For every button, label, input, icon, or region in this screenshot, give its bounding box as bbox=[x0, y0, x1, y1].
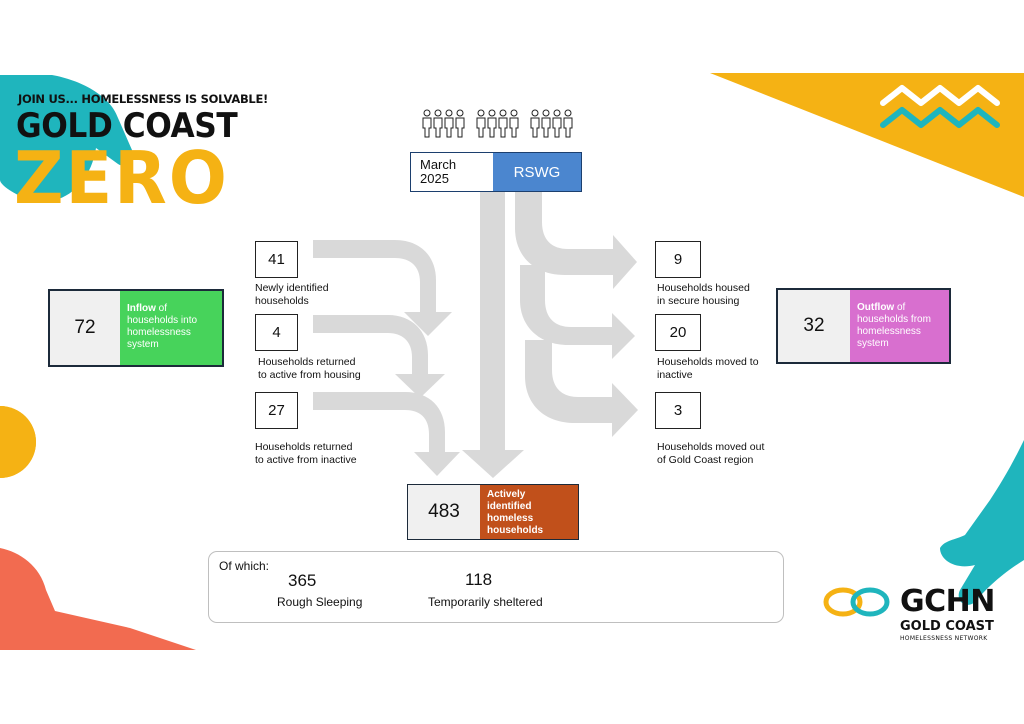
person-icon-group-2 bbox=[476, 109, 519, 138]
arrow-outflow-1 bbox=[515, 192, 637, 289]
temporarily-sheltered-value: 118 bbox=[465, 570, 493, 589]
breakdown-heading: Of which: bbox=[219, 559, 270, 573]
logo-ring-teal bbox=[850, 587, 890, 617]
active-total-box: 483 Actively identified homeless househo… bbox=[407, 484, 579, 540]
inflow-value-new: 41 bbox=[255, 241, 298, 278]
yellow-triangle-top-right bbox=[710, 73, 1024, 197]
inflow-total-label: Inflow of households into homelessness s… bbox=[120, 291, 222, 365]
inflow-label-rest: of households into homelessness system bbox=[127, 303, 198, 350]
outflow-value-region: 3 bbox=[655, 392, 701, 429]
inflow-value-housing: 4 bbox=[255, 314, 298, 351]
outflow-value-inactive: 20 bbox=[655, 314, 701, 351]
period-year: 2025 bbox=[420, 171, 449, 186]
logo-ring-yellow bbox=[823, 587, 863, 617]
arrow-inflow-1 bbox=[313, 240, 452, 336]
person-icon-group-3 bbox=[530, 109, 573, 138]
arrow-outflow-2 bbox=[520, 265, 635, 359]
inflow-label-new-line2: households bbox=[255, 295, 309, 307]
arrow-rswg-down bbox=[462, 190, 524, 478]
period-month: March bbox=[420, 157, 457, 172]
outflow-label-rest: of households from homelessness system bbox=[857, 302, 931, 349]
tagline: JOIN US... HOMELESSNESS IS SOLVABLE! bbox=[18, 92, 268, 106]
outflow-value-housed: 9 bbox=[655, 241, 701, 278]
teal-hand-bottom-right bbox=[940, 440, 1024, 605]
inflow-label-bold: Inflow bbox=[127, 303, 156, 314]
outflow-label-housed-line2: in secure housing bbox=[657, 295, 740, 307]
outflow-label-inactive-line1: Households moved to bbox=[657, 356, 759, 368]
inflow-label-inactive-line2: to active from inactive bbox=[255, 454, 357, 466]
inflow-label-housing-line1: Households returned bbox=[258, 356, 356, 368]
coral-shape-bottom-left bbox=[0, 548, 196, 650]
arrow-inflow-2 bbox=[313, 315, 445, 398]
inflow-value-inactive: 27 bbox=[255, 392, 298, 429]
outflow-label-region: Households moved out of Gold Coast regio… bbox=[657, 441, 764, 467]
logo-line1: GOLD COAST bbox=[900, 619, 994, 634]
logo-abbreviation: GCHN bbox=[900, 584, 995, 619]
inflow-label-inactive-line1: Households returned bbox=[255, 441, 353, 453]
arrow-outflow-3 bbox=[525, 340, 638, 437]
flow-arrows bbox=[313, 190, 638, 478]
outflow-label-region-line2: of Gold Coast region bbox=[657, 454, 754, 466]
white-zigzag bbox=[880, 85, 1000, 106]
period-group: RSWG bbox=[493, 153, 581, 191]
outflow-label-inactive-line2: inactive bbox=[657, 369, 693, 381]
outflow-total-label: Outflow of households from homelessness … bbox=[850, 290, 949, 362]
outflow-total-value: 32 bbox=[778, 290, 850, 362]
active-total-label: Actively identified homeless households bbox=[480, 485, 578, 539]
temporarily-sheltered-label: Temporarily sheltered bbox=[428, 595, 543, 609]
inflow-label-new-line1: Newly identified bbox=[255, 282, 329, 294]
teal-hand-top-left bbox=[0, 75, 134, 200]
inflow-label-housing: Households returned to active from housi… bbox=[258, 356, 361, 382]
logo-line2: HOMELESSNESS NETWORK bbox=[900, 635, 988, 642]
inflow-label-new: Newly identified households bbox=[255, 282, 329, 308]
inflow-total-box: 72 Inflow of households into homelessnes… bbox=[48, 289, 224, 367]
period-header: March 2025 RSWG bbox=[410, 152, 582, 192]
period-date: March 2025 bbox=[411, 153, 493, 191]
inflow-label-inactive: Households returned to active from inact… bbox=[255, 441, 357, 467]
outflow-label-housed: Households housed in secure housing bbox=[657, 282, 750, 308]
title-zero: ZERO bbox=[14, 136, 229, 220]
breakdown-panel: Of which: 365 Rough Sleeping 118 Tempora… bbox=[208, 551, 784, 623]
people-icons bbox=[422, 109, 573, 138]
inflow-label-housing-line2: to active from housing bbox=[258, 369, 361, 381]
active-total-value: 483 bbox=[408, 485, 480, 539]
outflow-label-housed-line1: Households housed bbox=[657, 282, 750, 294]
title-gold-coast: GOLD COAST bbox=[16, 106, 238, 146]
inflow-total-value: 72 bbox=[50, 291, 120, 365]
teal-zigzag bbox=[880, 107, 1000, 128]
person-icon-group-1 bbox=[422, 109, 465, 138]
outflow-total-box: 32 Outflow of households from homelessne… bbox=[776, 288, 951, 364]
rough-sleeping-value: 365 bbox=[288, 571, 317, 590]
outflow-label-region-line1: Households moved out bbox=[657, 441, 765, 453]
outflow-label-bold: Outflow bbox=[857, 302, 895, 313]
arrow-inflow-3 bbox=[313, 392, 460, 476]
outflow-label-inactive: Households moved to inactive bbox=[657, 356, 759, 382]
rough-sleeping-label: Rough Sleeping bbox=[277, 595, 363, 609]
